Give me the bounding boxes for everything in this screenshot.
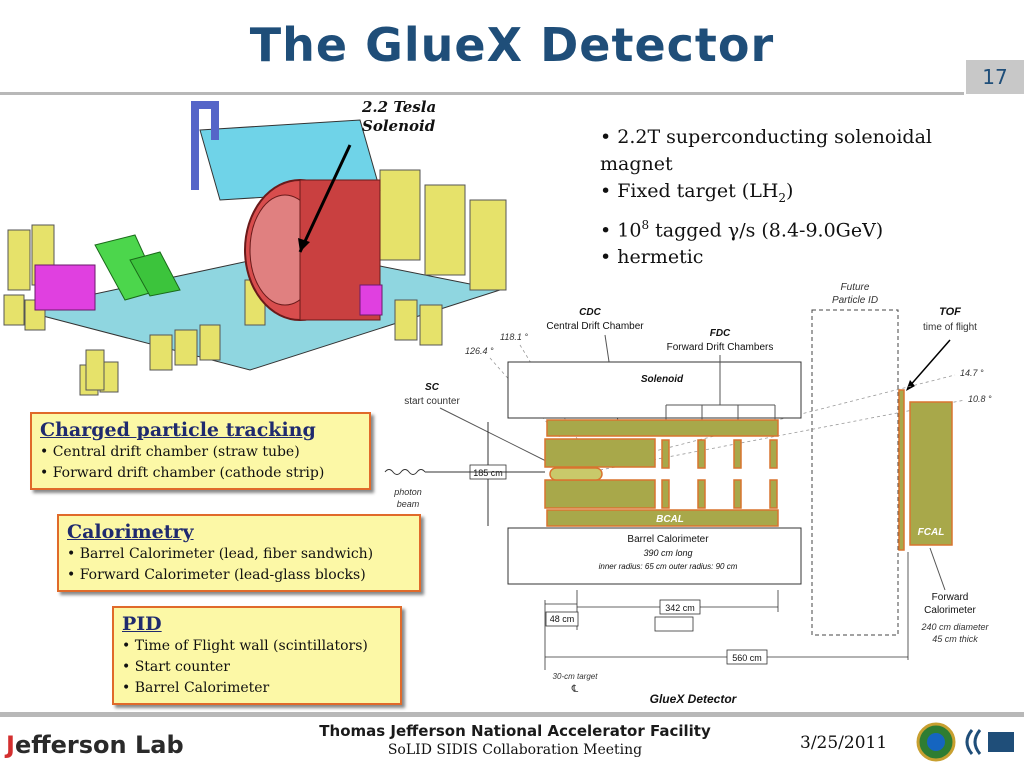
sc-label: SC bbox=[425, 382, 440, 393]
tracking-item: • Forward drift chamber (cathode strip) bbox=[40, 465, 325, 481]
dim-48-label: 48 cm bbox=[550, 614, 575, 624]
angle-147-label: 14.7 ° bbox=[960, 368, 984, 378]
gluex-schematic: Future Particle ID TOF time of flight CD… bbox=[384, 282, 992, 706]
jefferson-lab-logo: Jefferson Lab bbox=[6, 731, 184, 759]
jsa-logo-icon bbox=[965, 729, 982, 755]
dim-342-label: 342 cm bbox=[665, 603, 695, 613]
barrel-radii-label: inner radius: 65 cm outer radius: 90 cm bbox=[599, 562, 738, 571]
tracking-box-title: Charged particle tracking bbox=[40, 419, 316, 441]
feature-bullets: • 2.2T superconducting solenoidal magnet… bbox=[600, 124, 1000, 271]
slide-date: 3/25/2011 bbox=[800, 733, 888, 753]
tracking-item: • Central drift chamber (straw tube) bbox=[40, 444, 300, 460]
solenoid-callout-label: 2.2 Tesla Solenoid bbox=[362, 98, 436, 136]
cdc-label: CDC bbox=[579, 307, 601, 318]
angle-108-label: 10.8 ° bbox=[968, 394, 992, 404]
pid-item: • Barrel Calorimeter bbox=[122, 680, 270, 696]
fdc-label: FDC bbox=[710, 328, 731, 339]
barrel-length-label: 390 cm long bbox=[643, 548, 692, 558]
tof-sub-label: time of flight bbox=[923, 322, 977, 333]
diagram-caption: GlueX Detector bbox=[650, 692, 738, 706]
callout-line-1: 2.2 Tesla bbox=[362, 98, 437, 116]
forward-cal-label-1: Forward bbox=[932, 592, 969, 603]
fcal-diameter-label: 240 cm diameter bbox=[920, 622, 989, 632]
partner-logos bbox=[916, 722, 1014, 762]
tracking-box: Charged particle tracking • Central drif… bbox=[30, 412, 371, 490]
fdc-sub-label: Forward Drift Chambers bbox=[667, 342, 774, 353]
bcal-label: BCAL bbox=[656, 514, 684, 525]
angle-126-label: 126.4 ° bbox=[465, 346, 494, 356]
bullet-hermetic: • hermetic bbox=[600, 246, 704, 269]
calorimetry-item: • Forward Calorimeter (lead-glass blocks… bbox=[67, 567, 366, 583]
fcal-label: FCAL bbox=[918, 527, 945, 538]
detector-3d-illustration bbox=[0, 100, 520, 410]
footer bbox=[0, 717, 1024, 768]
centerline-label: ℄ bbox=[571, 684, 579, 695]
barrel-cal-label: Barrel Calorimeter bbox=[627, 534, 709, 545]
page-title: The GlueX Detector bbox=[249, 18, 775, 72]
cdc-sub-label: Central Drift Chamber bbox=[546, 321, 644, 332]
footer-divider bbox=[0, 712, 1024, 717]
calorimetry-box: Calorimetry • Barrel Calorimeter (lead, … bbox=[57, 514, 421, 592]
callout-line-2: Solenoid bbox=[362, 117, 436, 135]
title-divider bbox=[0, 92, 964, 95]
dim-560-label: 560 cm bbox=[732, 653, 762, 663]
page-number-badge: 17 bbox=[966, 60, 1024, 94]
pid-box: PID • Time of Flight wall (scintillators… bbox=[112, 606, 402, 705]
forward-cal-label-2: Calorimeter bbox=[924, 605, 976, 616]
calorimetry-box-title: Calorimetry bbox=[67, 521, 194, 543]
photon-label-1: photon bbox=[393, 487, 422, 497]
calorimetry-item: • Barrel Calorimeter (lead, fiber sandwi… bbox=[67, 546, 374, 562]
pid-item: • Time of Flight wall (scintillators) bbox=[122, 638, 368, 654]
solenoid-label: Solenoid bbox=[641, 374, 684, 385]
facility-name: Thomas Jefferson National Accelerator Fa… bbox=[319, 722, 711, 740]
pid-box-title: PID bbox=[122, 613, 162, 635]
photon-label-2: beam bbox=[397, 499, 420, 509]
bullet-solenoid: • 2.2T superconducting solenoidal magnet bbox=[600, 126, 932, 175]
sc-sub-label: start counter bbox=[404, 396, 460, 407]
fcal-thickness-label: 45 cm thick bbox=[932, 634, 978, 644]
target-label: 30-cm target bbox=[553, 672, 599, 681]
future-label-1: Future bbox=[841, 282, 870, 293]
future-label-2: Particle ID bbox=[832, 295, 878, 306]
bullet-tagged: • 108 tagged γ/s (8.4-9.0GeV) bbox=[600, 217, 884, 242]
tof-label: TOF bbox=[939, 306, 961, 318]
bullet-target: • Fixed target (LH2) bbox=[600, 180, 794, 205]
pid-item: • Start counter bbox=[122, 659, 230, 675]
dim-185-label: 185 cm bbox=[473, 468, 503, 478]
angle-118-label: 118.1 ° bbox=[500, 332, 528, 342]
meeting-name: SoLID SIDIS Collaboration Meeting bbox=[387, 742, 643, 758]
